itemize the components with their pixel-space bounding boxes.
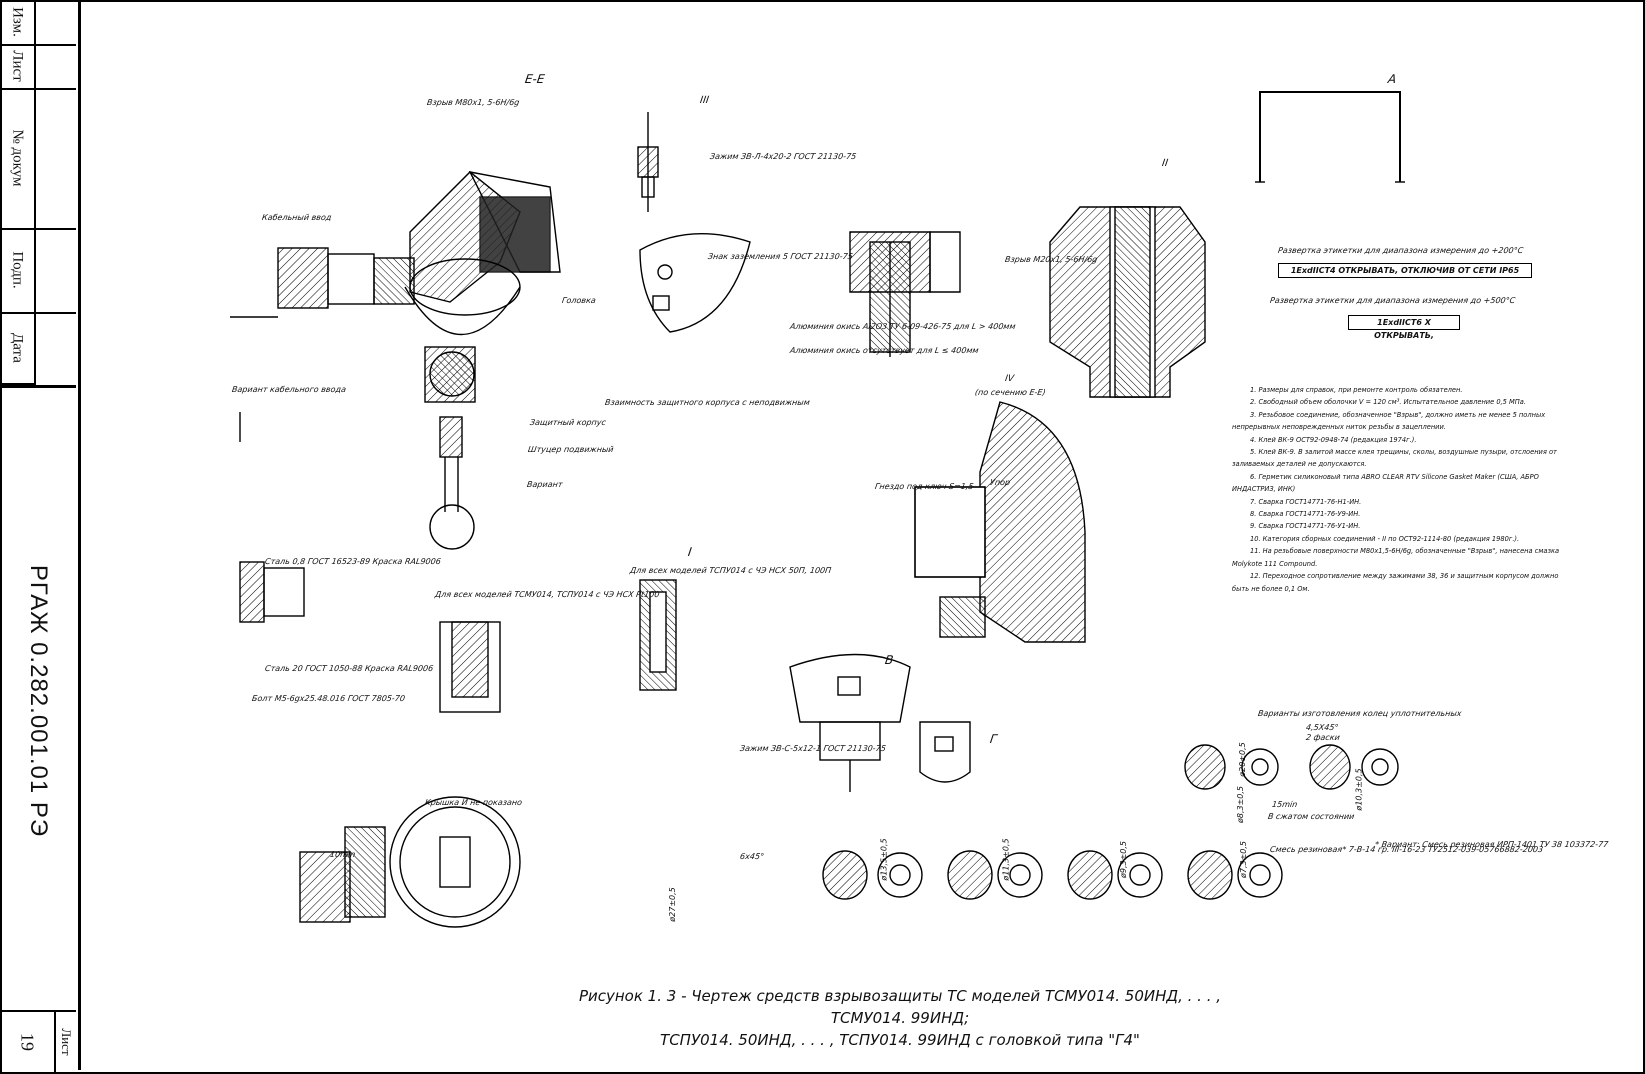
dim-ring-3: ø9,3±0,5 — [1119, 840, 1129, 879]
callout-housing-interchange: Взаимность защитного корпуса с неподвижн… — [604, 398, 811, 407]
stamp-cell-sheet: Лист — [0, 44, 34, 90]
label-plate-200: 1ExdIICT4 ОТКРЫВАТЬ, ОТКЛЮЧИВ ОТ СЕТИ IP… — [1278, 263, 1532, 278]
detail-iii-label: III — [699, 95, 710, 106]
dim-ring-2: ø11,3±0,5 — [1001, 838, 1011, 881]
view-b — [789, 653, 911, 792]
callout-cover-not-shown: Крышка И не показано — [424, 798, 523, 807]
note-item: 1. Размеры для справок, при ремонте конт… — [1250, 385, 1463, 394]
callout-all-models-pt100: Для всех моделей ТСМУ014, ТСПУ014 с ЧЭ Н… — [434, 590, 661, 599]
section-ee-label: Е-Е — [524, 72, 546, 86]
dim-ring-4: ø7,3±0,5 — [1239, 840, 1249, 879]
note-item: 2. Свободный объем оболочки V = 120 см³.… — [1250, 397, 1526, 407]
dim-ring-6: ø10,3±0,5 — [1354, 768, 1364, 811]
dim-ring-1: ø13,5±0,5 — [879, 838, 889, 881]
callout-clamp-zv: Зажим ЗВ-Л-4х20-2 ГОСТ 21130-75 — [709, 152, 857, 161]
note-item: 12. Переходное сопротивление между зажим… — [1232, 571, 1559, 593]
callout-movable-fitting: Штуцер подвижный — [527, 445, 615, 454]
figure-caption: Рисунок 1. 3 - Чертеж средств взрывозащи… — [540, 985, 1260, 1051]
note-item: 6. Герметик силиконовый типа ABRO CLEAR … — [1232, 471, 1539, 494]
callout-compressed: В сжатом состоянии — [1267, 812, 1355, 821]
stamp-cell-change: Изм. — [0, 0, 34, 46]
detail-ii — [849, 231, 961, 357]
stamp-cell-date: Дата — [0, 312, 34, 385]
dim-ring-5: ø8,3±0,5 — [1236, 785, 1246, 824]
detail-iv-label: IV — [1004, 374, 1015, 384]
stamp-cell-docnum: № докум — [0, 88, 34, 230]
technical-notes: 1. Размеры для справок, при ремонте конт… — [1232, 384, 1562, 595]
stamp-cell-sign: Подп. — [0, 228, 34, 314]
callout-rubber-variant: * Вариант: Смесь резиновая ИРП-1401 ТУ 3… — [1374, 840, 1609, 849]
callout-alumina-long: Алюминия окись Al2O3 ТУ 6-09-426-75 для … — [789, 322, 1017, 331]
view-g — [919, 721, 971, 783]
label-caption-200: Развертка этикетки для диапазона измерен… — [1277, 246, 1524, 255]
section-ee-assembly — [230, 171, 561, 550]
callout-ring-variants: Варианты изготовления колец уплотнительн… — [1257, 709, 1463, 718]
seal-rings — [822, 744, 1399, 900]
note-item: 8. Сварка ГОСТ14771-76-У9-ИН. — [1250, 509, 1361, 519]
callout-clamp-zvs: Зажим ЗВ-С-5х12-1 ГОСТ 21130-75 — [739, 744, 887, 753]
callout-steel-08: Сталь 0,8 ГОСТ 16523-89 Краска RAL9006 — [264, 557, 442, 566]
figure-caption-line2: ТСПУ014. 50ИНД, . . . , ТСПУ014. 99ИНД с… — [660, 1031, 1140, 1049]
dim-15min: 15min — [1271, 800, 1298, 809]
callout-thread-m20: Взрыв М20х1, 5-6Н/6g — [1004, 255, 1098, 264]
engineering-drawing — [230, 91, 1405, 928]
note-item: 7. Сварка ГОСТ14771-76-Н1-ИН. — [1250, 496, 1362, 506]
detail-b-bracket — [239, 561, 305, 623]
dim-6x45: 6х45° — [739, 852, 765, 861]
callout-alumina-short: Алюминия окись отсутствует для L ≤ 400мм — [789, 346, 980, 355]
callout-cable-entry: Кабельный ввод — [261, 213, 333, 222]
callout-head: Головка — [561, 296, 597, 305]
detail-iv-sub: (по сечению Е-Е) — [974, 388, 1047, 397]
dim-chamfer-count: 2 фаски — [1305, 733, 1341, 742]
callout-all-models-50p: Для всех моделей ТСПУ014 с ЧЭ НСХ 50П, 1… — [629, 566, 832, 575]
note-item: 3. Резьбовое соединение, обозначенное "В… — [1232, 409, 1546, 432]
note-item: 5. Клей ВК-9. В залитой массе клея трещи… — [1232, 447, 1557, 469]
title-block-column: Изм. Лист № докум Подп. Дата РГАЖ 0.282.… — [0, 0, 81, 1072]
callout-stop: Упор — [989, 478, 1011, 487]
housing-section — [1049, 206, 1206, 398]
sheet-label: Лист — [59, 1028, 74, 1056]
detail-i — [439, 579, 677, 713]
note-item: 11. На резьбовые поверхности М80х1,5-6Н/… — [1232, 546, 1560, 568]
label-plate-500: 1ExdIICT6 X ОТКРЫВАТЬ, — [1348, 315, 1460, 340]
label-caption-500: Развертка этикетки для диапазона измерен… — [1269, 296, 1516, 305]
figure-caption-line1: Рисунок 1. 3 - Чертеж средств взрывозащи… — [578, 987, 1222, 1027]
dim-10min: 10min — [329, 850, 356, 859]
callout-cable-entry-variant: Вариант кабельного ввода — [231, 385, 347, 394]
document-number: РГАЖ 0.282.001.01 РЭ — [0, 385, 76, 1013]
callout-ground-sign: Знак заземления 5 ГОСТ 21130-75 — [707, 252, 854, 261]
detail-iv — [914, 401, 1086, 643]
callout-steel-20: Сталь 20 ГОСТ 1050-88 Краска RAL9006 — [264, 664, 434, 673]
note-item: 4. Клей ВК-9 ОСТ92-0948-74 (редакция 197… — [1250, 434, 1417, 444]
callout-bolt-m5: Болт М5-6gх25.48.016 ГОСТ 7805-70 — [251, 694, 406, 703]
callout-variant: Вариант — [526, 480, 564, 489]
callout-thread-m80: Взрыв М80х1, 5-6Н/6g — [426, 98, 520, 107]
bottom-housing — [299, 796, 521, 928]
view-a-bracket — [1255, 91, 1405, 183]
note-item: 9. Сварка ГОСТ14771-76-У1-ИН. — [1250, 521, 1361, 531]
dim-chamfer: 4,5X45° — [1305, 723, 1340, 732]
callout-protective-housing: Защитный корпус — [529, 418, 607, 427]
dim-d27: ø27±0,5 — [667, 887, 677, 922]
clamp-detail — [637, 112, 751, 333]
callout-key-socket: Гнездо под ключ S=1,5 — [874, 482, 975, 491]
sheet-box: 19 Лист — [0, 1010, 76, 1072]
note-item: 10. Категория сборных соединений - II по… — [1250, 533, 1520, 543]
dim-ring-7: ø20±0,5 — [1237, 742, 1247, 777]
sheet-number: 19 — [17, 1033, 38, 1051]
